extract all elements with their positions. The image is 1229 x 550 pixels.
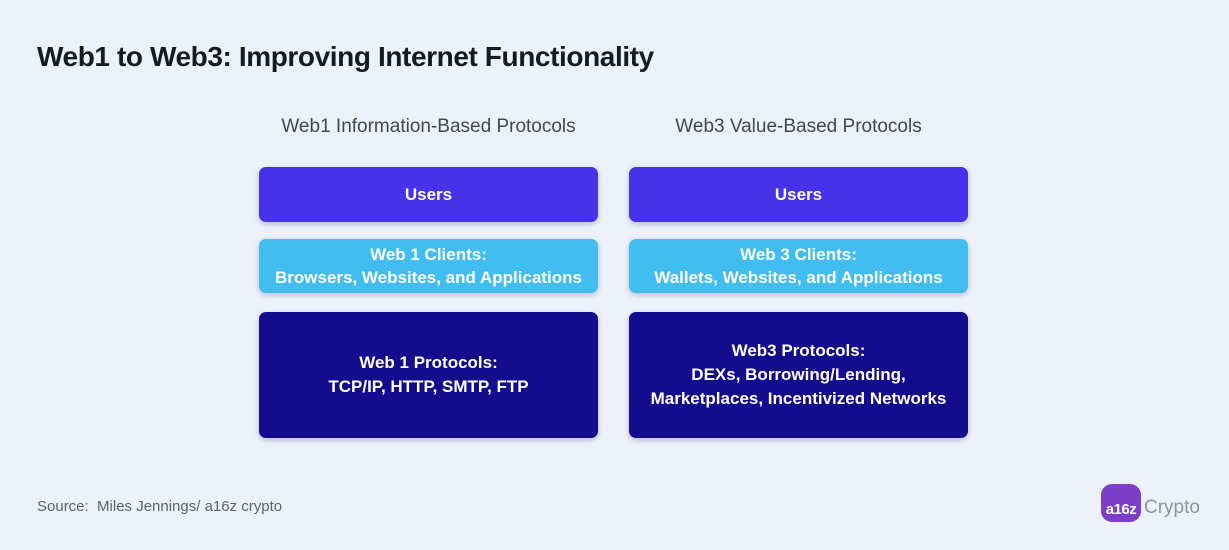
page-title: Web1 to Web3: Improving Internet Functio… [37,41,654,72]
box-web1-protocols: Web 1 Protocols: TCP/IP, HTTP, SMTP, FTP [259,312,598,438]
box-web3-users-label: Users [774,184,823,204]
box-web1-users-label: Users [404,184,453,204]
box-web1-users: Users [259,167,598,222]
box-web3-protocols-line1: Web3 Protocols: [731,341,866,360]
column-header-web3: Web3 Value-Based Protocols [675,116,922,137]
box-web3-clients: Web 3 Clients: Wallets, Websites, and Ap… [629,239,968,293]
box-web1-clients: Web 1 Clients: Browsers, Websites, and A… [259,239,598,293]
a16z-logo-badge-icon: a16z [1101,484,1141,522]
column-header-web1: Web1 Information-Based Protocols [281,116,576,137]
box-web3-clients-line1: Web 3 Clients: [740,245,857,264]
crypto-wordmark: Crypto [1144,497,1200,518]
box-web3-clients-line2: Wallets, Websites, and Applications [654,268,943,287]
box-web3-protocols: Web3 Protocols: DEXs, Borrowing/Lending,… [629,312,968,438]
a16z-crypto-logo: a16z Crypto [1101,484,1200,522]
box-web1-protocols-line2: TCP/IP, HTTP, SMTP, FTP [328,377,529,396]
box-web1-clients-line2: Browsers, Websites, and Applications [274,268,583,287]
box-web3-protocols-line3: Marketplaces, Incentivized Networks [650,389,947,408]
box-web1-protocols-line1: Web 1 Protocols: [359,353,498,372]
box-web1-clients-line1: Web 1 Clients: [370,245,487,264]
source-credit: Source: Miles Jennings/ a16z crypto [37,498,283,515]
box-web3-users: Users [629,167,968,222]
box-web3-protocols-line2: DEXs, Borrowing/Lending, [691,365,906,384]
